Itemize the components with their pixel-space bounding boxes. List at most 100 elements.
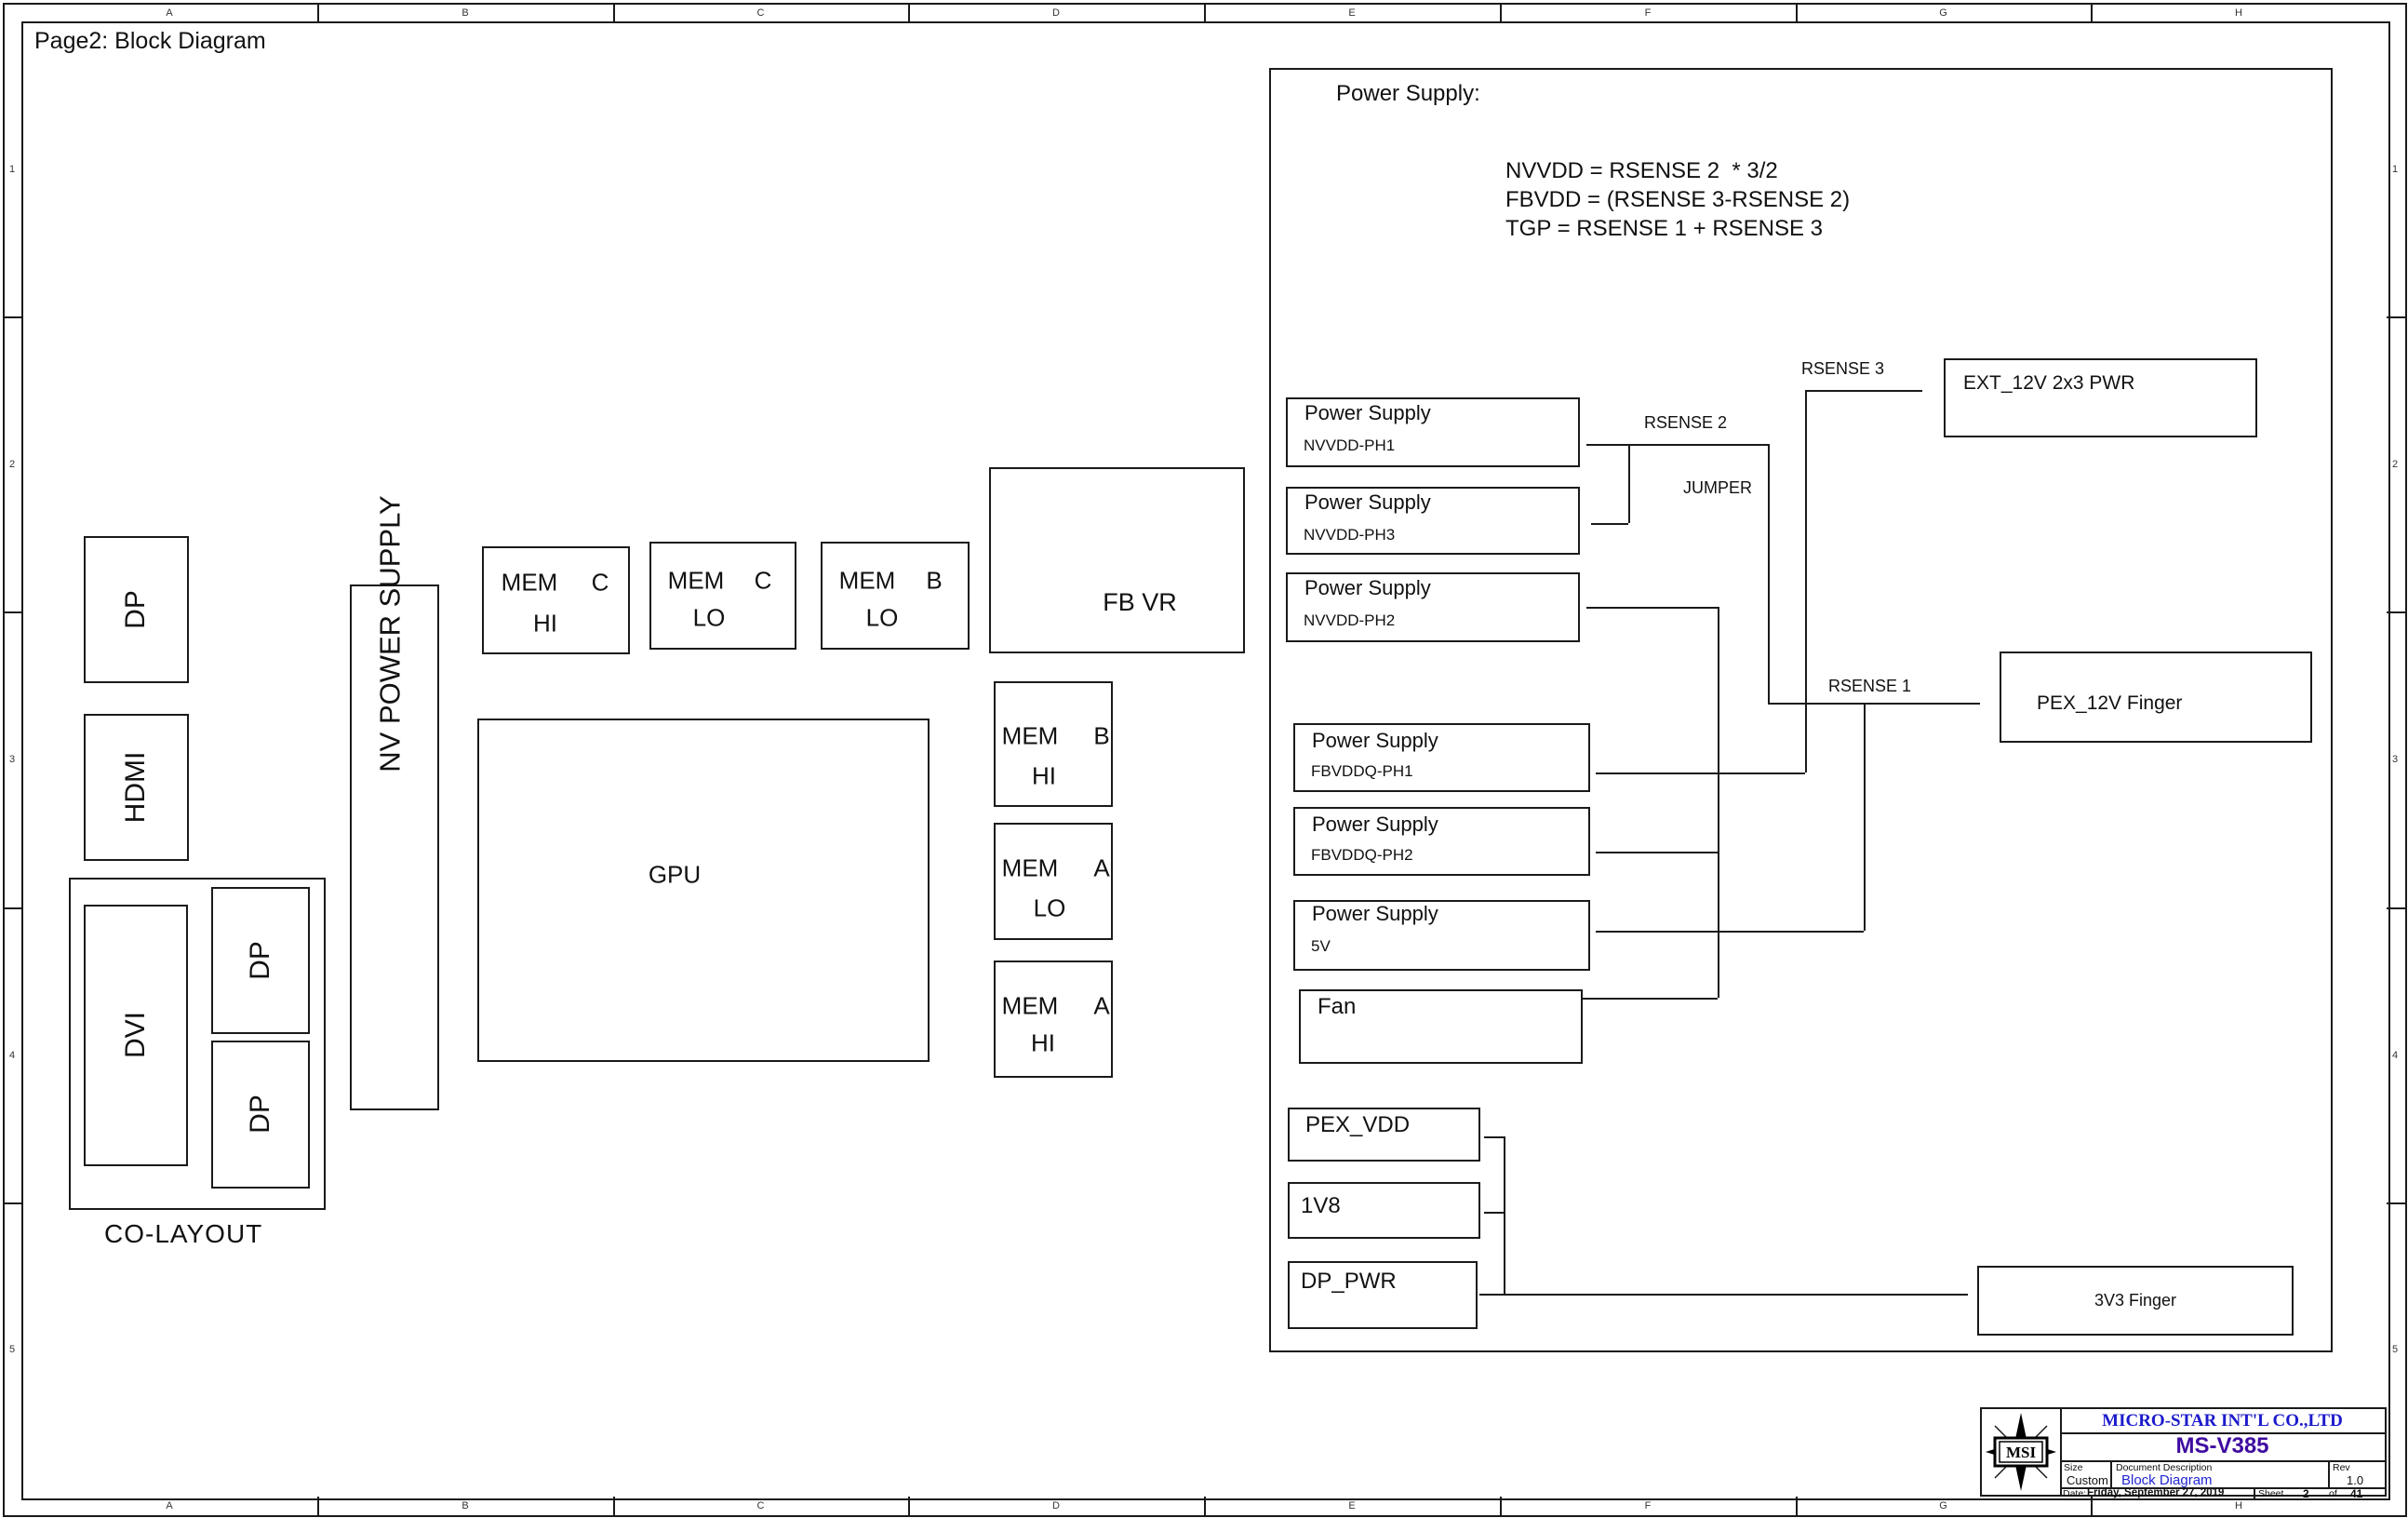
rsense3-label: RSENSE 3 (1801, 359, 1885, 378)
formula-tgp: TGP = RSENSE 1 + RSENSE 3 (1505, 216, 1824, 241)
grid-ref-label: C (756, 7, 765, 19)
ruler-tick (2091, 1497, 2093, 1515)
grid-ref-label: D (1052, 7, 1060, 19)
gpu-label: GPU (648, 860, 702, 889)
fbvddq-ph2-sub: FBVDDQ-PH2 (1311, 846, 1413, 864)
page-title: Page2: Block Diagram (34, 28, 266, 54)
rsense1-label: RSENSE 1 (1828, 677, 1912, 695)
pex-vdd-block (1288, 1108, 1480, 1162)
nvvdd-ph1-sub: NVVDD-PH1 (1304, 437, 1396, 454)
mem-c-lo-letter: C (754, 566, 772, 595)
nvvdd-ph1-title: Power Supply (1304, 401, 1431, 424)
nv-power-supply-label: NV POWER SUPPLY (373, 495, 407, 772)
grid-ref-label: 5 (2391, 1344, 2399, 1355)
fbvddq-ph2-title: Power Supply (1312, 813, 1438, 836)
grid-ref-label: E (1348, 1500, 1356, 1511)
fbvdd-riser (1805, 390, 1807, 772)
3v3-finger-block (1977, 1266, 2294, 1336)
nvvdd-ph3-sub: NVVDD-PH3 (1304, 526, 1396, 544)
mem-c-lo-sub: LO (692, 603, 726, 632)
dp-pwr-block (1288, 1261, 1478, 1329)
grid-ref-label: 1 (2391, 163, 2399, 175)
titleblock-divider (2328, 1460, 2330, 1487)
co-layout-group (69, 878, 326, 1210)
nvvdd-ph3-block (1286, 487, 1580, 555)
pex-12v-finger-label: PEX_12V Finger (2037, 692, 2183, 714)
mem-c-hi-word: MEM (501, 568, 558, 597)
rsense1-rail (1768, 703, 1980, 705)
title-block: MSI MICRO-STAR INT'L CO.,LTD MS-V385 Siz… (1980, 1407, 2387, 1500)
titleblock-divider (2060, 1432, 2385, 1434)
grid-ref-label: H (2235, 1500, 2242, 1511)
1v8-stub (1484, 1212, 1504, 1214)
mem-c-hi-sub: HI (533, 609, 557, 638)
5v-riser (1864, 703, 1866, 931)
nvvdd-ph2-block (1286, 572, 1580, 642)
mem-a-hi-word: MEM (1001, 991, 1059, 1020)
ruler-tick (2091, 3, 2093, 21)
grid-ref-label: F (1644, 7, 1652, 19)
ruler-tick (908, 3, 910, 21)
nvvdd-ph2-sub: NVVDD-PH2 (1304, 611, 1396, 629)
sheet-total: 41 (2350, 1487, 2363, 1500)
formula-nvvdd: NVVDD = RSENSE 2 * 3/2 (1505, 158, 1778, 183)
dp-top-label: DP (120, 590, 152, 629)
ruler-tick (317, 1497, 319, 1515)
dp-bottom-block (211, 1041, 310, 1189)
size-label: Size (2064, 1462, 2083, 1473)
mem-a-lo-block (994, 823, 1113, 940)
ruler-tick (3, 611, 21, 613)
jumper-drop (1628, 444, 1630, 523)
ph2-stub (1586, 607, 1718, 609)
ruler-tick (1500, 1497, 1502, 1515)
grid-ref-label: 4 (2391, 1049, 2399, 1061)
mem-a-hi-letter: A (1093, 991, 1110, 1020)
grid-ref-label: G (1939, 7, 1947, 19)
mem-b-hi-word: MEM (1001, 721, 1059, 750)
mem-b-lo-block (821, 542, 970, 650)
pex-vdd-stub (1484, 1136, 1504, 1138)
power-supply-header: Power Supply: (1336, 81, 1480, 106)
ruler-tick (3, 907, 21, 909)
ext-12v-block (1944, 358, 2257, 437)
grid-ref-label: 2 (8, 458, 16, 470)
mem-a-hi-sub: HI (1031, 1028, 1055, 1057)
doc-description-label: Document Description (2116, 1462, 2213, 1473)
fb-vr-label: FB VR (1103, 587, 1177, 616)
mem-b-lo-word: MEM (838, 566, 896, 595)
mem-a-lo-letter: A (1093, 853, 1110, 882)
nvvdd-ph1-block (1286, 397, 1580, 467)
ruler-tick (2387, 907, 2405, 909)
fb-vr-block (989, 467, 1245, 653)
rev-label: Rev (2333, 1462, 2350, 1473)
sheet-number: 2 (2303, 1487, 2309, 1500)
titleblock-divider (2060, 1460, 2385, 1462)
formula-fbvdd: FBVDD = (RSENSE 3-RSENSE 2) (1505, 187, 1851, 212)
dp-mid-block (211, 887, 310, 1034)
ruler-tick (1796, 3, 1798, 21)
fbvddq-ph1-block (1293, 723, 1590, 792)
grid-ref-label: E (1348, 7, 1356, 19)
power-supply-container (1269, 68, 2333, 1352)
5v-stub (1596, 931, 1864, 933)
mem-c-hi-block (482, 546, 630, 654)
pex-12v-finger-block (2000, 652, 2312, 743)
titleblock-divider (2060, 1487, 2385, 1489)
mem-b-hi-block (994, 681, 1113, 807)
grid-ref-label: D (1052, 1500, 1060, 1511)
ruler-tick (3, 316, 21, 318)
dvi-label: DVI (120, 1011, 152, 1059)
rsense2-rail (1586, 444, 1768, 446)
rev-value: 1.0 (2347, 1473, 2364, 1487)
supply-5v-block (1293, 900, 1590, 971)
mem-c-hi-letter: C (591, 568, 609, 597)
ph3-stub (1591, 523, 1628, 525)
nvvdd-drop (1768, 444, 1770, 704)
ext-12v-label: EXT_12V 2x3 PWR (1963, 372, 2135, 394)
fan-stub (1583, 998, 1718, 1000)
dp-bottom-label: DP (245, 1095, 276, 1134)
company-name: MICRO-STAR INT'L CO.,LTD (2102, 1410, 2343, 1431)
mem-a-hi-block (994, 961, 1113, 1078)
hdmi-label: HDMI (120, 751, 152, 824)
dp-pwr-rail (1479, 1294, 1968, 1296)
